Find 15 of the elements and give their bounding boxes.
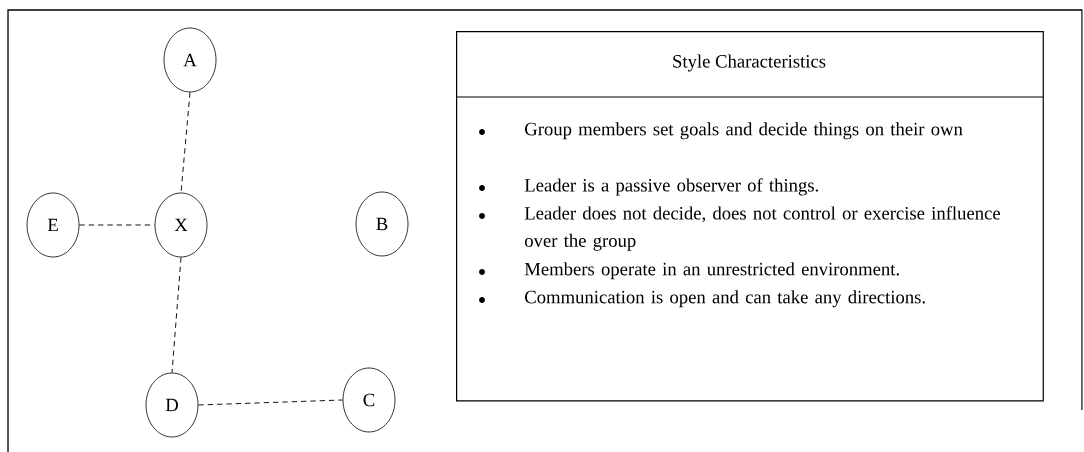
circle-node: B	[355, 191, 409, 257]
circle-node: X	[154, 192, 208, 258]
circle-node: C	[342, 367, 396, 433]
connector-line	[180, 91, 191, 194]
bullet-text: Leader does not decide, does not control or exercise influence over the group	[524, 206, 1000, 251]
connector-line	[171, 256, 182, 374]
bullet-text: Members operate in an unrestricted environment.	[524, 262, 899, 280]
connector-line	[197, 399, 344, 406]
connector-line	[78, 224, 156, 226]
bullet-text: Group members set goals and decide things on their own	[525, 122, 963, 140]
bullet-text: Leader is a passive observer of things.	[524, 178, 818, 196]
circle-node: E	[26, 192, 80, 258]
circle-node: D	[145, 372, 199, 438]
circle-node: A	[163, 27, 217, 93]
bullet-text: Communication is open and can take any directions.	[525, 290, 925, 308]
